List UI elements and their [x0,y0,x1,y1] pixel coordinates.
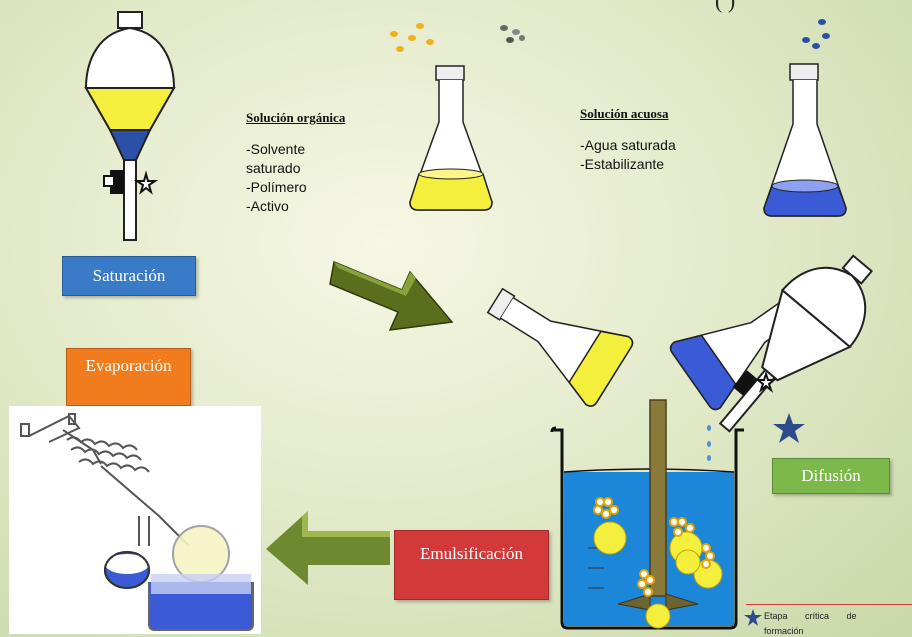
gray-particles-icon [500,25,525,43]
arrow-left-icon [266,511,390,585]
aqueous-solution-heading: Solución acuosa [580,106,669,121]
evaporation-step-box: Evaporación [66,348,191,406]
rotary-evaporator-image [9,406,261,634]
legend-line [746,604,912,605]
legend-label: Etapa crítica de [764,611,857,621]
diffusion-step-box: Difusión [772,458,890,494]
organic-solution-flask [409,65,493,211]
emulsification-step-box: Emulsificación [394,530,549,600]
critical-stage-star-icon [773,413,805,443]
aqueous-item: -Agua saturada [580,137,676,153]
organic-solution-heading: Solución orgánica [246,110,346,125]
organic-item: -Polímero [246,179,307,195]
aqueous-solution-flask [763,63,847,217]
evaporation-label: Evaporación [85,356,172,375]
tilted-aqueous-flask [669,286,815,411]
aqueous-solution-list: -Agua saturada -Estabilizante [580,136,676,174]
organic-item: -Activo [246,198,289,214]
legend-label-cont: formación [764,626,804,636]
arrow-right-down-icon [329,260,454,331]
tilted-separatory-funnel [718,254,874,433]
legend: Etapa crítica de formación [744,604,912,637]
blue-particles-icon [802,19,830,49]
aqueous-item: -Estabilizante [580,156,665,172]
top-right-text-fragment: ( ) [715,0,736,13]
emulsification-label: Emulsificación [420,544,523,563]
separatory-funnel-saturation [84,11,176,241]
organic-item: saturado [246,160,301,176]
tilted-organic-flask [486,287,634,407]
saturation-step-box: Saturación [62,256,196,296]
organic-item: -Solvente [246,141,306,157]
legend-star-icon [744,609,762,626]
organic-solution-list: -Solvente saturado -Polímero -Activo [246,140,307,216]
emulsification-beaker [550,399,744,630]
water-drops-icon [707,425,711,461]
yellow-particles-icon [390,23,434,52]
